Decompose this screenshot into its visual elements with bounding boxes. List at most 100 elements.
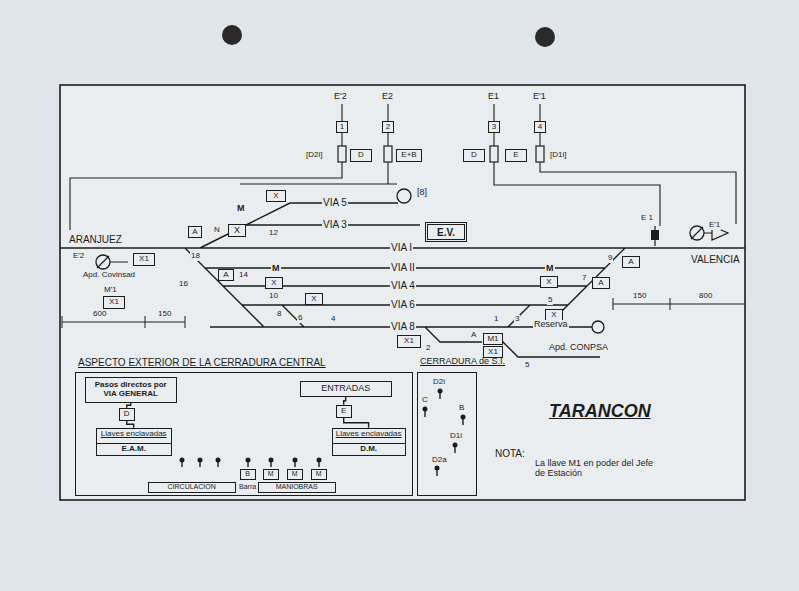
- panel-heading: CERRADURA de S.I.: [420, 357, 505, 367]
- panel-heading: ASPECTO EXTERIOR DE LA CERRADURA CENTRAL: [78, 357, 326, 368]
- label-box: 2: [382, 121, 394, 133]
- signal-post: [97, 256, 128, 268]
- signal-wires: [70, 104, 736, 230]
- box-text: ENTRADAS: [321, 384, 370, 394]
- box-text: X: [234, 226, 240, 236]
- label-box: ENTRADAS: [300, 381, 392, 397]
- label-box: X1: [103, 296, 125, 309]
- callout-label: D2a: [431, 456, 448, 465]
- box-text: X1: [139, 255, 149, 264]
- callout-label: 1: [493, 315, 499, 324]
- callout-label: 3: [514, 315, 520, 324]
- callout-label: 9: [607, 254, 613, 263]
- box-text: Llaves enclavadas: [97, 429, 171, 440]
- label-box: E: [336, 405, 352, 418]
- signal-circle: [397, 189, 411, 203]
- box-text: CIRCULACION: [168, 483, 216, 491]
- box-text: A: [223, 271, 228, 280]
- box-text: D.M.: [333, 443, 405, 455]
- box-text: E.A.M.: [97, 443, 171, 455]
- punch-hole: [535, 27, 555, 47]
- box-text: M1: [487, 335, 498, 344]
- box-text: X: [551, 311, 556, 320]
- callout-label: NOTA:: [494, 448, 526, 459]
- callout-label: 150: [157, 310, 172, 319]
- callout-label: 18: [190, 252, 201, 261]
- box-text: 2: [386, 123, 390, 132]
- box-text: M: [316, 470, 322, 478]
- callout-label: E 1: [640, 214, 654, 223]
- callout-label: Barra: [238, 483, 257, 491]
- lever-symbol: [338, 146, 346, 162]
- callout-label: VIA 5: [322, 197, 348, 208]
- connector: [344, 418, 369, 428]
- label-box: Llaves enclavadasD.M.: [332, 428, 406, 456]
- lock-panel: CERRADURA de S.I.: [417, 372, 477, 496]
- box-text: E.V.: [437, 227, 455, 238]
- box-text: 3: [492, 123, 496, 132]
- callout-label: [D2i]: [305, 151, 323, 160]
- callout-label: C: [421, 396, 429, 405]
- label-box: A: [218, 269, 234, 281]
- box-text: E: [341, 407, 346, 416]
- callout-label: VIA I: [390, 242, 413, 253]
- box-text: Llaves enclavadas: [333, 429, 405, 440]
- buffer-circle: [592, 321, 604, 333]
- box-text: 1: [340, 123, 344, 132]
- callout-label: 2: [425, 344, 431, 353]
- callout-label: E1: [487, 92, 500, 102]
- callout-label: VIA 6: [390, 299, 416, 310]
- box-text: B: [245, 470, 250, 478]
- box-text: 4: [538, 123, 542, 132]
- key-heads: [180, 389, 466, 471]
- lever-symbol: [536, 146, 544, 162]
- callout-label: La llave M1 en poder del Jefe de Estació…: [534, 459, 661, 479]
- punch-hole: [222, 25, 242, 45]
- box-text: A: [628, 258, 633, 267]
- track-lines: [60, 203, 745, 357]
- lever-symbol: [384, 146, 392, 162]
- callout-label: A: [470, 331, 477, 340]
- callout-label: M: [271, 264, 281, 274]
- callout-label: D1i: [449, 432, 463, 441]
- callout-label: VALENCIA: [690, 254, 741, 265]
- callout-label: Apd. CONPSA: [548, 343, 609, 353]
- label-box: 4: [534, 121, 546, 133]
- callout-label: VIA II: [390, 262, 416, 273]
- callout-label: 5: [547, 296, 553, 305]
- label-box: X: [228, 224, 246, 237]
- callout-label: M: [545, 264, 555, 274]
- key-stems: [182, 393, 463, 476]
- label-box: Pasos directos por VIA GENERAL: [85, 377, 177, 403]
- callout-label: 7: [581, 274, 587, 283]
- callout-label: E'1: [708, 221, 721, 230]
- label-box: X1: [397, 335, 421, 348]
- lever-symbol: [490, 146, 498, 162]
- callout-label: VIA 3: [322, 219, 348, 230]
- connector: [127, 421, 134, 428]
- label-box: B: [240, 469, 256, 480]
- label-box: M: [287, 469, 303, 480]
- label-box: M1: [483, 333, 503, 345]
- callout-label: 8: [276, 310, 282, 319]
- callout-label: 6: [297, 314, 303, 323]
- callout-label: D2i: [432, 378, 446, 387]
- label-box: CIRCULACION: [148, 482, 236, 493]
- label-box: A: [622, 256, 640, 268]
- callout-label: Apd. Covinsad: [82, 271, 136, 280]
- lock-panel: ASPECTO EXTERIOR DE LA CERRADURA CENTRAL…: [75, 372, 413, 496]
- box-text: D: [124, 410, 130, 419]
- callout-label: 5: [524, 361, 530, 370]
- callout-label: 4: [330, 315, 336, 324]
- box-text: M: [268, 470, 274, 478]
- box-text: E: [513, 151, 518, 160]
- callout-label: E2: [381, 92, 394, 102]
- label-box: 3: [488, 121, 500, 133]
- label-box: MANIOBRAS: [258, 482, 336, 493]
- callout-label: Reserva: [533, 320, 569, 330]
- label-box: X: [265, 277, 283, 289]
- label-box: M: [311, 469, 327, 480]
- callout-label: N: [213, 226, 221, 235]
- label-box: M: [263, 469, 279, 480]
- box-text: A: [192, 228, 197, 237]
